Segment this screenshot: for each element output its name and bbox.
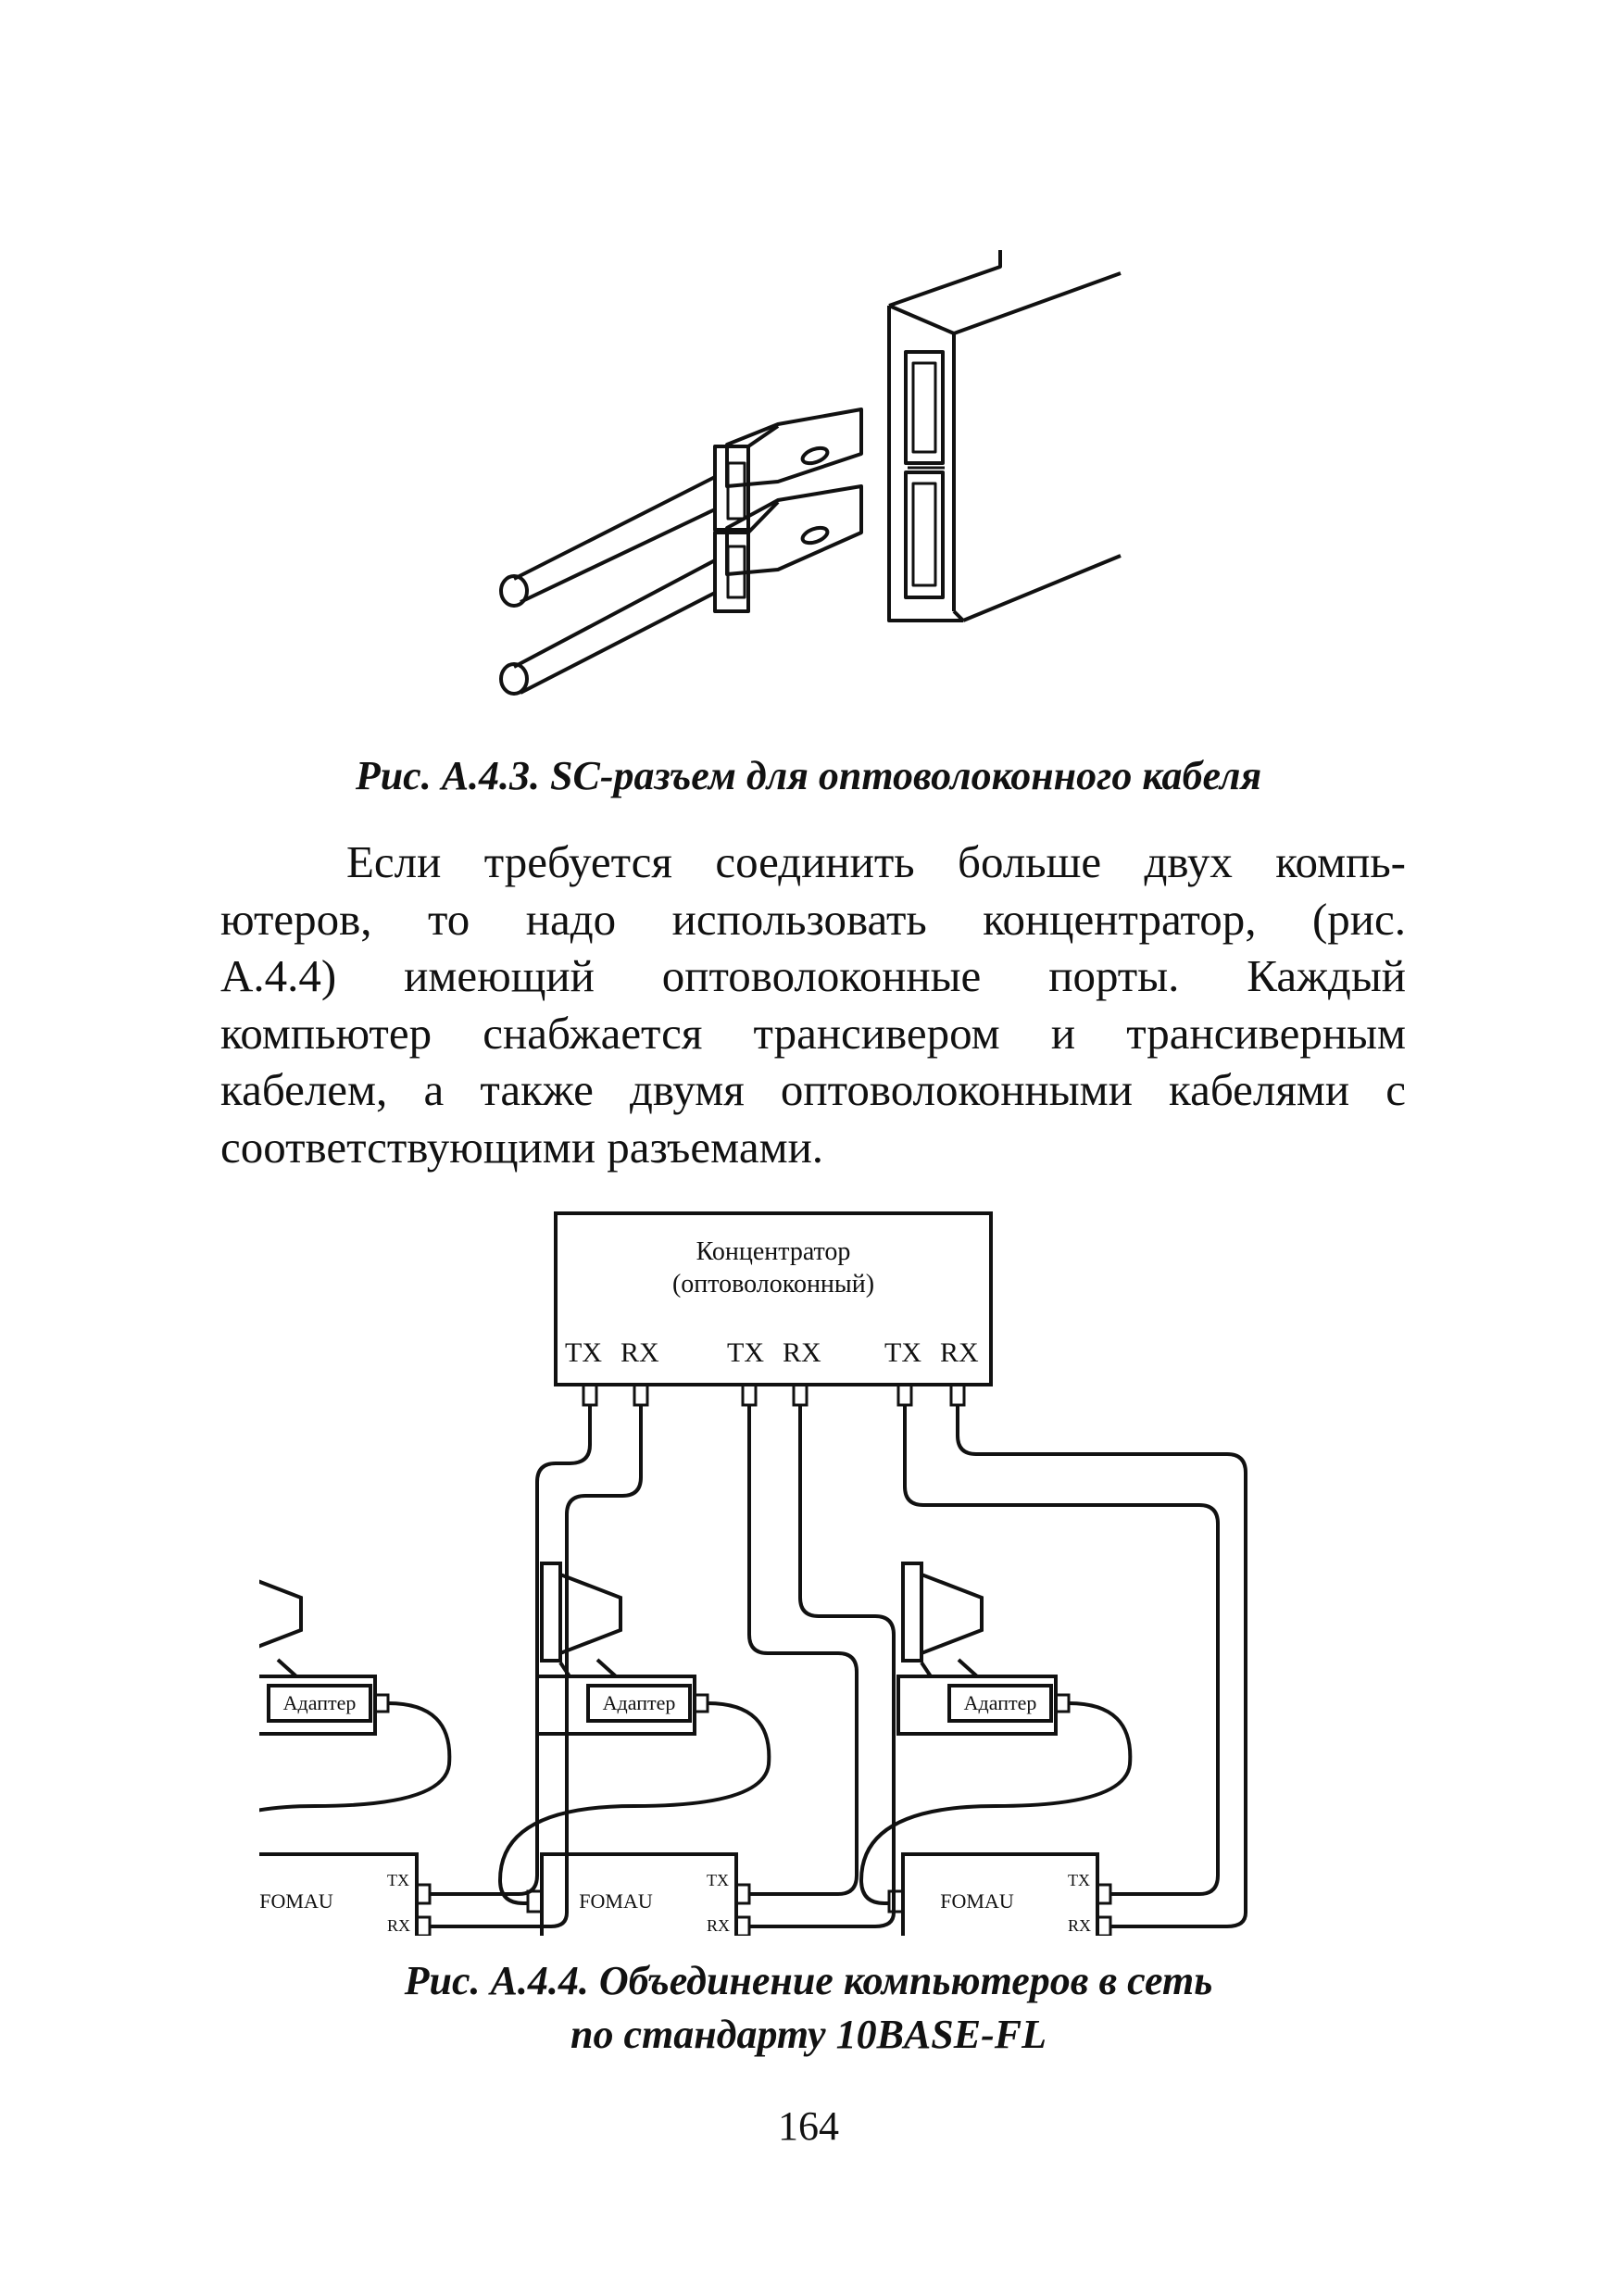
workstation-1: Адаптер FOMAU TX RX (259, 1579, 519, 1936)
port-tx-label: TX (387, 1871, 409, 1889)
sc-plug-drawing (713, 408, 863, 613)
hub-subtitle: (оптоволоконный) (672, 1270, 874, 1299)
port-tx-label: TX (1068, 1871, 1090, 1889)
paragraph-line: кабелем, а также двумя оптоволоконными к… (220, 1064, 1406, 1115)
body-paragraph: Если требуется соединить больше двух ком… (220, 834, 1406, 1175)
paragraph-line: ютеров, то надо использовать концентрато… (220, 893, 1406, 945)
port-rx-label: RX (707, 1916, 730, 1935)
sc-connector-illustration (499, 250, 1122, 696)
paragraph-line: соответствующими разъемами. (220, 1121, 824, 1173)
adapter-label: Адаптер (603, 1691, 676, 1714)
port-rx-label: RX (1068, 1916, 1091, 1935)
fiber-cables-drawing (499, 475, 716, 696)
hub-port-connectors (582, 1383, 966, 1407)
network-diagram: Концентратор (оптоволоконный) TX RX TX R… (259, 1211, 1247, 1936)
fomau-label: FOMAU (579, 1889, 653, 1913)
workstation-3: Адаптер FOMAU TX RX (859, 1562, 1190, 1936)
port-tx-label: TX (884, 1337, 921, 1368)
hub-title: Концентратор (696, 1237, 851, 1266)
fiber-links (518, 1405, 1247, 1928)
hub-box: Концентратор (оптоволоконный) (554, 1211, 993, 1386)
port-rx-label: RX (620, 1337, 659, 1368)
page-number: 164 (778, 2103, 839, 2149)
fomau-label: FOMAU (940, 1889, 1014, 1913)
paragraph-line: А.4.4) имеющий оптоволоконные порты. Каж… (220, 950, 1406, 1001)
port-tx-label: TX (707, 1871, 729, 1889)
workstation-2: Адаптер FOMAU TX RX (497, 1562, 834, 1936)
port-rx-label: RX (783, 1337, 821, 1368)
paragraph-line: Если требуется соединить больше двух ком… (346, 836, 1406, 887)
port-tx-label: TX (727, 1337, 764, 1368)
port-rx-label: RX (940, 1337, 979, 1368)
adapter-label: Адаптер (964, 1691, 1037, 1714)
figure-caption: Рис. А.4.3. SC-разъем для оптоволоконног… (355, 753, 1262, 798)
panel-jack-drawing (887, 250, 1122, 622)
figure-caption: Рис. А.4.4. Объединение компьютеров в се… (0, 1954, 1617, 2062)
adapter-label: Адаптер (283, 1691, 357, 1714)
caption-line: Рис. А.4.4. Объединение компьютеров в се… (404, 1958, 1213, 2003)
fomau-label: FOMAU (259, 1889, 333, 1913)
caption-line: по стандарту 10BASE-FL (570, 2012, 1047, 2057)
port-rx-label: RX (387, 1916, 410, 1935)
port-tx-label: TX (565, 1337, 602, 1368)
paragraph-line: компьютер снабжается трансивером и транс… (220, 1007, 1406, 1059)
